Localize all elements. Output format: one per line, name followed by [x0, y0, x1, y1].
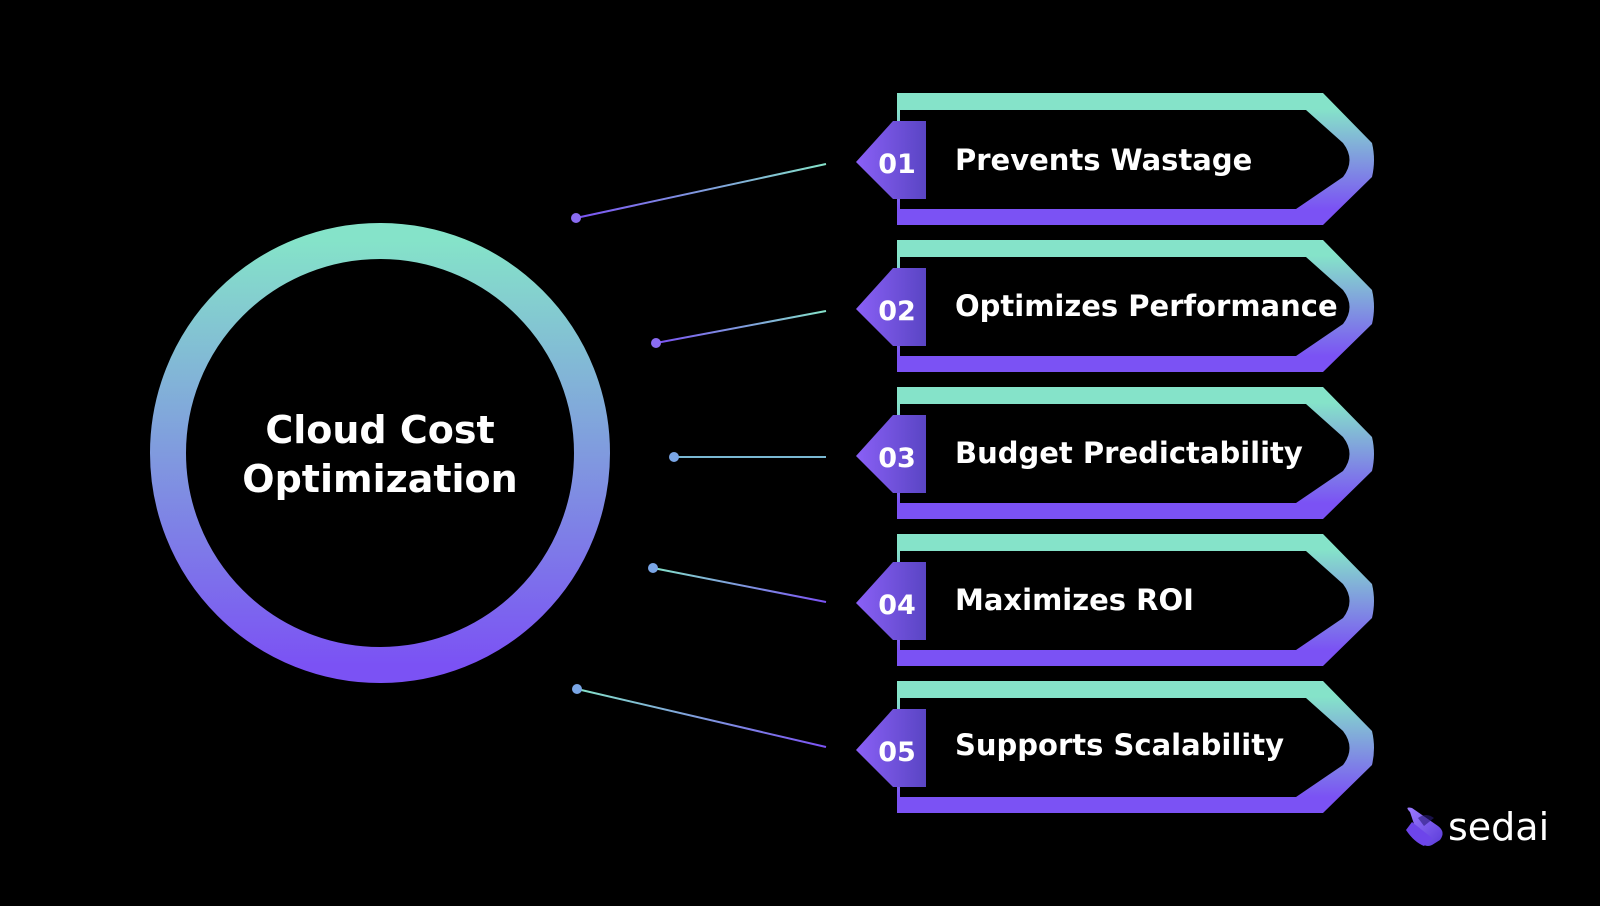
item-number-tab [856, 121, 926, 199]
connector-04 [648, 563, 827, 603]
item-number: 03 [878, 443, 916, 474]
connector-02 [651, 310, 827, 348]
hub-title-line2: Optimization [242, 457, 517, 501]
item-label: Optimizes Performance [955, 289, 1338, 323]
item-number: 01 [878, 149, 916, 180]
item-number-tab [856, 709, 926, 787]
hub-title-line1: Cloud Cost [265, 408, 494, 452]
item-number: 05 [878, 737, 916, 768]
hub: Cloud Cost Optimization [150, 223, 610, 683]
item-number-tab [856, 415, 926, 493]
brand-logo: sedai [1406, 805, 1549, 849]
item-03: 03 Budget Predictability [856, 387, 1374, 519]
hub-ring [150, 223, 610, 683]
connector-01 [571, 163, 827, 223]
item-number: 02 [878, 296, 916, 327]
item-04: 04 Maximizes ROI [856, 534, 1374, 666]
item-body [900, 698, 1350, 797]
item-label: Maximizes ROI [955, 583, 1194, 617]
item-body [900, 110, 1350, 209]
item-body [900, 404, 1350, 503]
item-05: 05 Supports Scalability [856, 681, 1374, 813]
item-number-tab [856, 562, 926, 640]
connectors [571, 163, 827, 748]
brand-name: sedai [1448, 805, 1549, 849]
item-label: Budget Predictability [955, 436, 1303, 470]
item-body [900, 257, 1350, 356]
connector-03 [669, 452, 826, 462]
item-02: 02 Optimizes Performance [856, 240, 1374, 372]
item-label: Prevents Wastage [955, 143, 1252, 177]
sedai-logo-icon [1406, 807, 1443, 846]
connector-05 [572, 684, 827, 748]
item-number: 04 [878, 590, 916, 621]
item-number-tab [856, 268, 926, 346]
item-body [900, 551, 1350, 650]
item-label: Supports Scalability [955, 728, 1284, 762]
item-01: 01 Prevents Wastage [856, 93, 1374, 225]
